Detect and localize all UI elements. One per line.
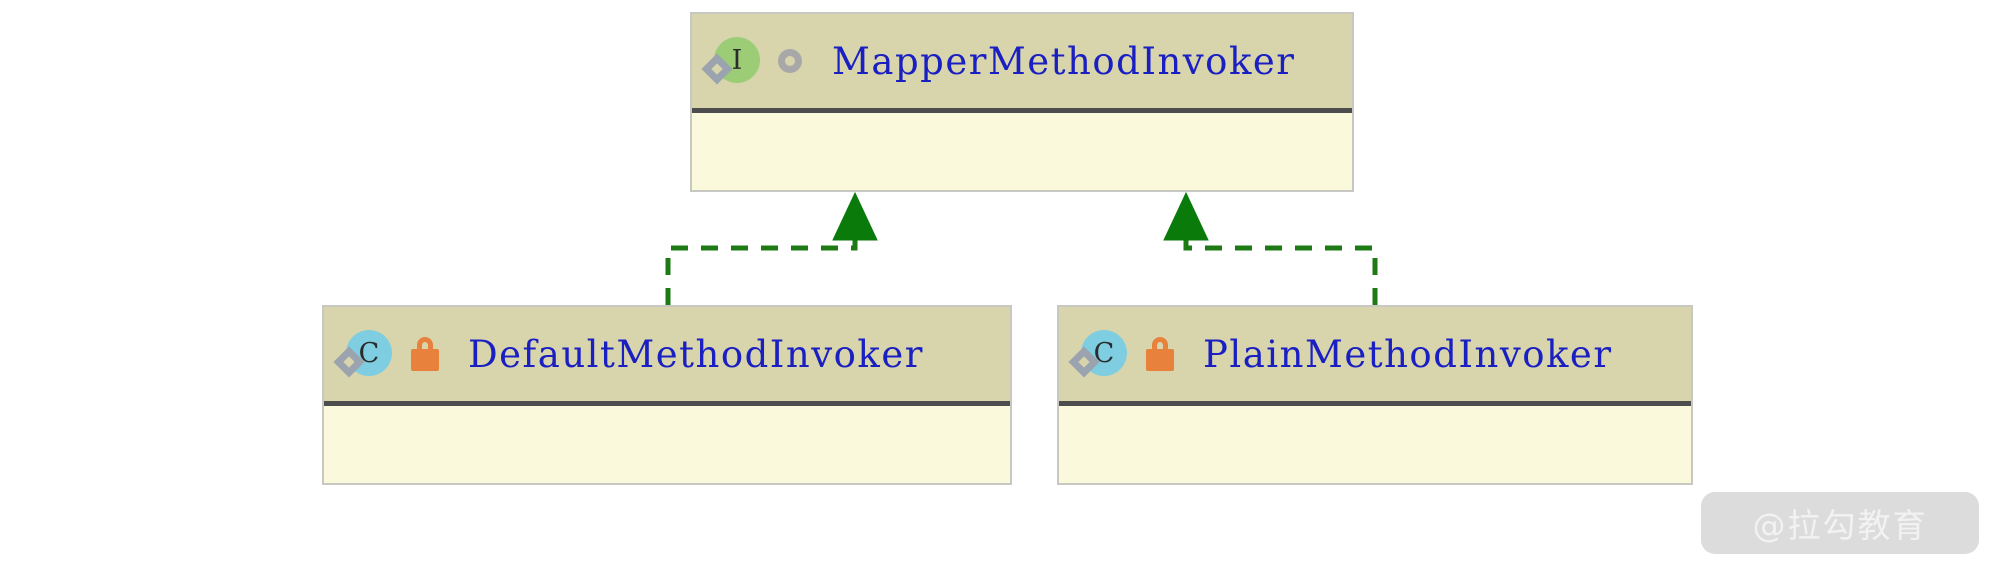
- watermark: @拉勾教育: [1701, 492, 1979, 554]
- uml-node-header: I MapperMethodInvoker: [692, 14, 1352, 113]
- lock-body-icon: [411, 349, 439, 371]
- uml-node-members: [692, 113, 1352, 189]
- relation-default-to-mapper: [665, 191, 878, 305]
- lock-icon: [1145, 337, 1175, 371]
- uml-node-header: C DefaultMethodInvoker: [324, 307, 1010, 406]
- lock-shackle-icon: [1152, 337, 1168, 351]
- realization-arrowhead-left: [832, 191, 878, 241]
- uml-class-node-default-method-invoker[interactable]: C DefaultMethodInvoker: [322, 305, 1012, 485]
- watermark-text: @拉勾教育: [1752, 506, 1928, 545]
- uml-node-title: DefaultMethodInvoker: [468, 332, 924, 376]
- realization-arrowhead-right: [1163, 191, 1209, 241]
- realization-line-left: [665, 228, 858, 305]
- uml-class-node-plain-method-invoker[interactable]: C PlainMethodInvoker: [1057, 305, 1693, 485]
- relation-plain-to-mapper: [1163, 191, 1378, 305]
- uml-node-members: [1059, 406, 1691, 482]
- lock-body-icon: [1146, 349, 1174, 371]
- interface-icon: I: [701, 34, 760, 88]
- uml-node-title: MapperMethodInvoker: [832, 39, 1296, 83]
- class-icon: C: [1068, 327, 1127, 381]
- uml-node-members: [324, 406, 1010, 482]
- uml-node-title: PlainMethodInvoker: [1203, 332, 1613, 376]
- public-ring-icon: [778, 49, 802, 73]
- realization-line-right: [1183, 228, 1378, 305]
- uml-class-node-mapper-method-invoker[interactable]: I MapperMethodInvoker: [690, 12, 1354, 192]
- uml-node-header: C PlainMethodInvoker: [1059, 307, 1691, 406]
- lock-icon: [410, 337, 440, 371]
- lock-shackle-icon: [417, 337, 433, 351]
- class-icon: C: [333, 327, 392, 381]
